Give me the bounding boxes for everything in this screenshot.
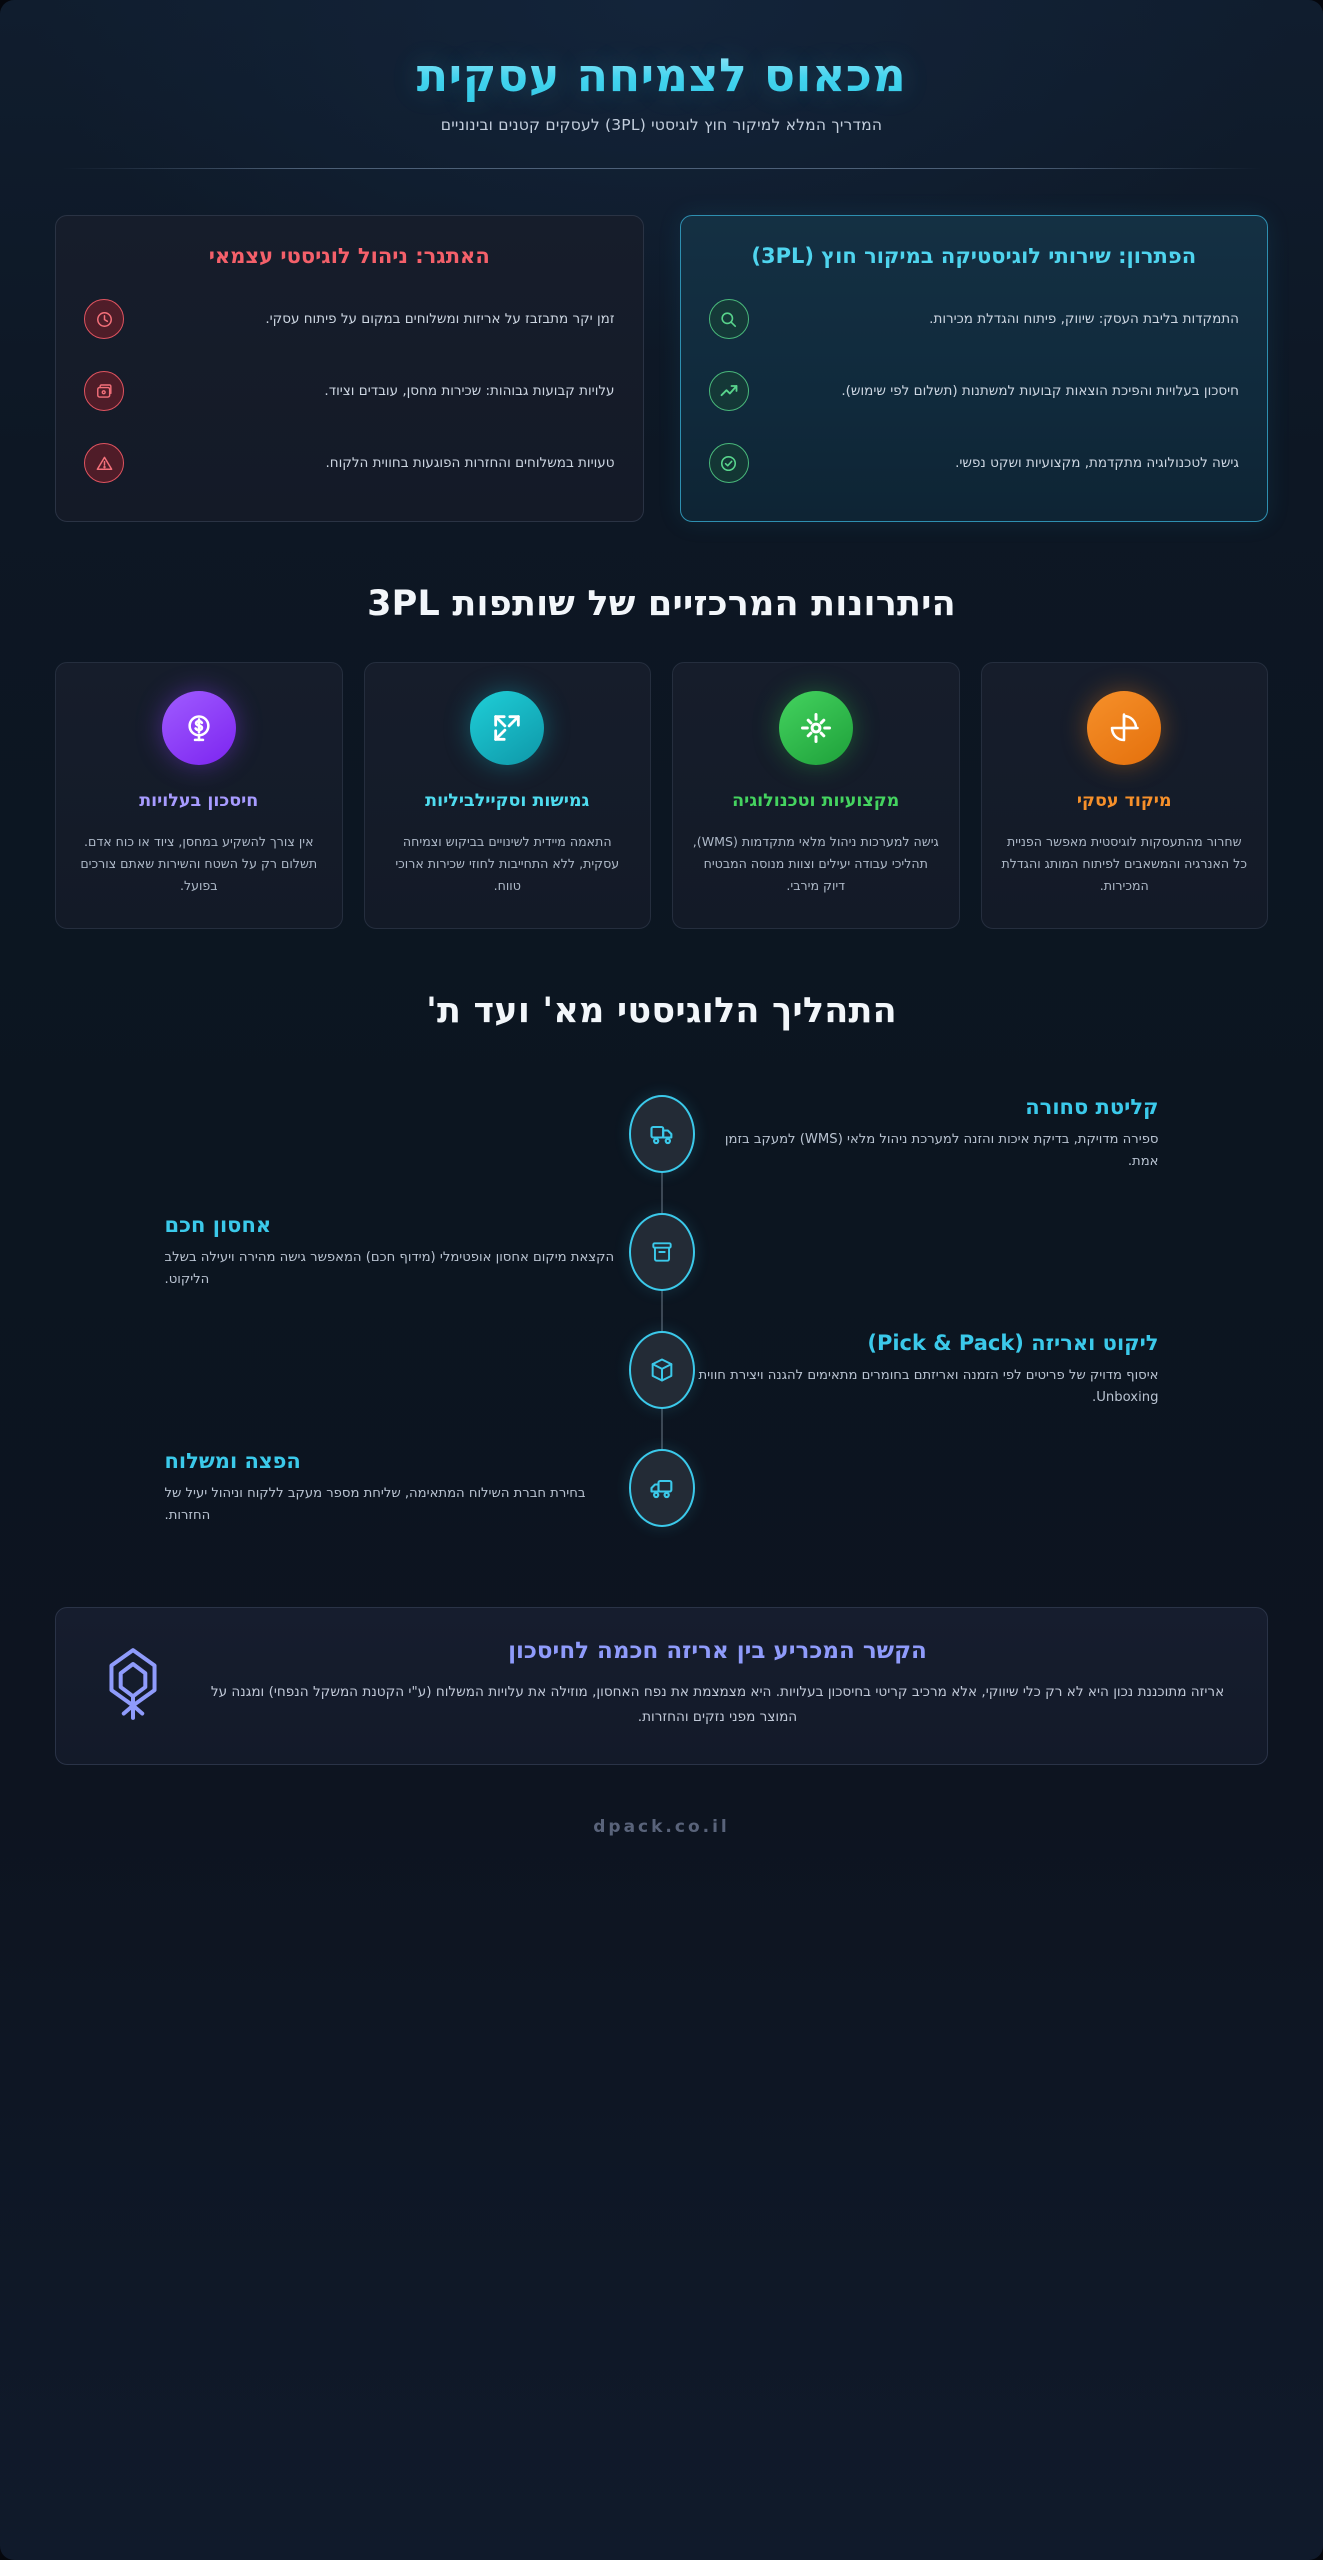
solution-card-title: הפתרון: שירותי לוגיסטיקה במיקור חוץ (3PL… (751, 244, 1197, 269)
process-step-1: קליטת סחורה ספירה מדויקת, בדיקת איכות וה… (55, 1075, 1268, 1193)
process-step-3: ליקוט ואריזה (Pick & Pack) איסוף מדויק ש… (55, 1311, 1268, 1429)
highlight-title: הקשר המכריע בין אריזה חכמה לחיסכון (508, 1637, 927, 1664)
process-step-2: אחסון חכם הקצאת מיקום אחסון אופטימלי (מי… (55, 1193, 1268, 1311)
benefits-row: מיקוד עסקי שחרור מהתעסקות לוגיסטית מאפשר… (0, 654, 1323, 929)
list-item: התמקדות בליבת העסק: שיווק, פיתוח והגדלת … (708, 291, 1239, 347)
benefit-title: מקצועיות וטכנולוגיה (732, 791, 900, 812)
challenge-item-text: עלויות קבועות גבוהות: שכירות מחסן, עובדי… (324, 383, 615, 400)
challenge-list: זמן יקר מתבזבז על אריזות ומשלוחים במקום … (84, 291, 615, 491)
header-divider (61, 168, 1262, 170)
benefit-card-technology: מקצועיות וטכנולוגיה גישה למערכות ניהול מ… (672, 662, 960, 929)
tech-chip-icon (778, 691, 853, 766)
solution-item-text: חיסכון בעלויות והפיכת הוצאות קבועות למשת… (841, 383, 1239, 400)
process-heading: התהליך הלוגיסטי מא' ועד ת' (426, 990, 897, 1031)
process-step-body: אחסון חכם הקצאת מיקום אחסון אופטימלי (מי… (159, 1212, 629, 1292)
top-cards-row: הפתרון: שירותי לוגיסטיקה במיקור חוץ (3PL… (0, 169, 1323, 523)
benefit-text: אין צורך להשקיע במחסן, ציוד או כוח אדם. … (80, 833, 318, 894)
expand-arrows-icon (470, 691, 545, 766)
process-step-body: הפצה ומשלוח בחירת חברת השילוח המתאימה, ש… (159, 1448, 629, 1528)
process-step-text: הקצאת מיקום אחסון אופטימלי (מידוף חכם) ה… (164, 1250, 615, 1288)
wallet-icon (84, 371, 124, 412)
page-subtitle: המדריך המלא למיקור חוץ לוגיסטי (3PL) לעס… (440, 116, 883, 135)
challenge-card: האתגר: ניהול לוגיסטי עצמאי זמן יקר מתבזב… (55, 215, 644, 523)
check-circle-icon (708, 443, 749, 484)
alert-triangle-icon (84, 443, 124, 484)
list-item: עלויות קבועות גבוהות: שכירות מחסן, עובדי… (84, 363, 615, 419)
focus-target-icon (1087, 691, 1162, 766)
delivery-truck-icon (628, 1094, 695, 1173)
benefits-heading: היתרונות המרכזיים של שותפות 3PL (367, 584, 956, 625)
process-step-title: הפצה ומשלוח (164, 1448, 301, 1473)
process-timeline: קליטת סחורה ספירה מדויקת, בדיקת איכות וה… (0, 1061, 1323, 1587)
solution-list: התמקדות בליבת העסק: שיווק, פיתוח והגדלת … (708, 291, 1239, 491)
list-item: טעויות במשלוחים והחזרות הפוגעות בחווית ה… (84, 435, 615, 491)
process-step-text: ספירה מדויקת, בדיקת איכות והזנה למערכת נ… (724, 1132, 1159, 1170)
header: מכאוס לצמיחה עסקית המדריך המלא למיקור חו… (0, 0, 1323, 170)
process-step-title: קליטת סחורה (1025, 1094, 1159, 1119)
highlight-text: אריזה מתוכננת נכון היא לא רק כלי שיווקי,… (210, 1683, 1225, 1725)
smart-package-icon (90, 1644, 176, 1724)
footer-site[interactable]: dpack.co.il (593, 1817, 730, 1838)
benefit-card-cost-saving: חיסכון בעלויות אין צורך להשקיע במחסן, צי… (55, 662, 343, 929)
process-step-text: איסוף מדויק של פריטים לפי הזמנה ואריזתם … (698, 1368, 1159, 1406)
solution-card: הפתרון: שירותי לוגיסטיקה במיקור חוץ (3PL… (679, 215, 1268, 523)
trending-up-icon (708, 371, 749, 412)
solution-item-text: גישה לטכנולוגיה מתקדמת, מקצועיות ושקט נפ… (955, 455, 1239, 472)
process-step-title: ליקוט ואריזה (Pick & Pack) (867, 1330, 1159, 1355)
benefit-text: התאמה מיידית לשינויים בביקוש וצמיחה עסקי… (395, 833, 620, 894)
process-step-4: הפצה ומשלוח בחירת חברת השילוח המתאימה, ש… (55, 1429, 1268, 1547)
page-title: מכאוס לצמיחה עסקית (60, 48, 1263, 102)
highlight-box: הקשר המכריע בין אריזה חכמה לחיסכון אריזה… (55, 1606, 1268, 1766)
solution-item-text: התמקדות בליבת העסק: שיווק, פיתוח והגדלת … (929, 311, 1239, 328)
package-box-icon (628, 1330, 695, 1409)
challenge-card-title: האתגר: ניהול לוגיסטי עצמאי (208, 244, 490, 269)
clock-icon (84, 299, 124, 340)
benefit-title: חיסכון בעלויות (139, 791, 259, 812)
benefit-text: גישה למערכות ניהול מלאי מתקדמות (WMS), ת… (692, 833, 939, 894)
money-globe-icon (161, 691, 236, 766)
benefit-card-focus: מיקוד עסקי שחרור מהתעסקות לוגיסטית מאפשר… (980, 662, 1268, 929)
shipping-van-icon (628, 1448, 695, 1527)
process-step-body: קליטת סחורה ספירה מדויקת, בדיקת איכות וה… (695, 1094, 1165, 1174)
benefit-title: מיקוד עסקי (1076, 791, 1172, 812)
list-item: זמן יקר מתבזבז על אריזות ומשלוחים במקום … (84, 291, 615, 347)
list-item: גישה לטכנולוגיה מתקדמת, מקצועיות ושקט נפ… (708, 435, 1239, 491)
benefit-title: גמישות וסקיילביליות (425, 791, 590, 812)
list-item: חיסכון בעלויות והפיכת הוצאות קבועות למשת… (708, 363, 1239, 419)
benefit-card-scalability: גמישות וסקיילביליות התאמה מיידית לשינויי… (363, 662, 651, 929)
benefit-text: שחרור מהתעסקות לוגיסטית מאפשר הפניית כל … (1001, 833, 1248, 894)
challenge-item-text: זמן יקר מתבזבז על אריזות ומשלוחים במקום … (265, 311, 615, 328)
process-step-title: אחסון חכם (164, 1212, 272, 1237)
process-step-body: ליקוט ואריזה (Pick & Pack) איסוף מדויק ש… (695, 1330, 1165, 1410)
challenge-item-text: טעויות במשלוחים והחזרות הפוגעות בחווית ה… (325, 455, 615, 472)
highlight-body: הקשר המכריע בין אריזה חכמה לחיסכון אריזה… (202, 1638, 1233, 1730)
storage-bin-icon (628, 1212, 695, 1291)
search-icon (708, 299, 749, 340)
process-step-text: בחירת חברת השילוח המתאימה, שליחת מספר מע… (164, 1486, 586, 1524)
